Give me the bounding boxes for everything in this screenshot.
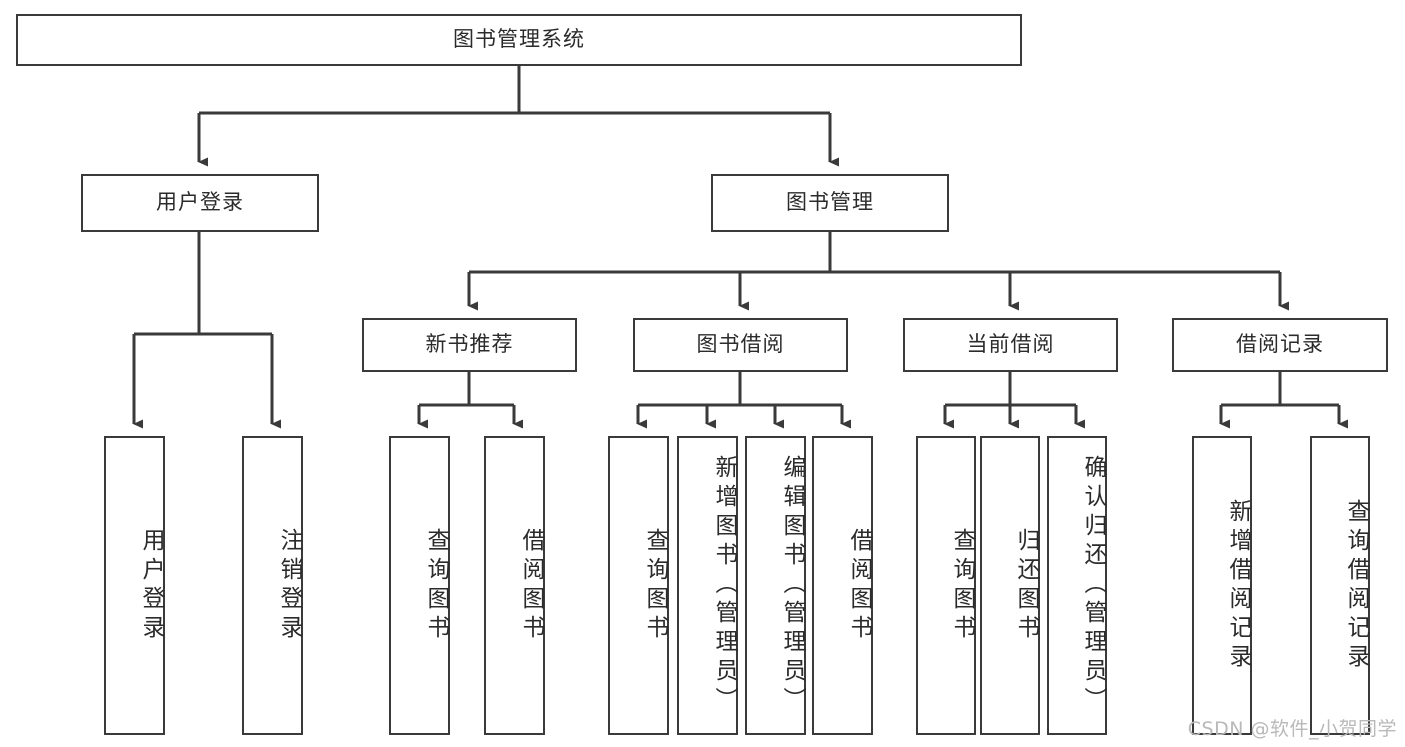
node-leaf-add-book-label: 新增图书（管理员） [711, 455, 737, 716]
node-leaf-borrow-book-1[interactable]: 借阅图书 [484, 436, 545, 735]
node-leaf-query-borrow-record-label: 查询借阅记录 [1343, 498, 1369, 673]
node-book-borrow[interactable]: 图书借阅 [633, 318, 848, 372]
node-leaf-query-borrow-record[interactable]: 查询借阅记录 [1310, 436, 1370, 735]
node-leaf-add-borrow-record-label: 新增借阅记录 [1225, 498, 1251, 673]
node-current-borrow-label: 当前借阅 [966, 332, 1055, 357]
node-new-book-recommend-label: 新书推荐 [425, 332, 514, 357]
node-user-login-label: 用户登录 [156, 190, 244, 215]
node-leaf-query-book-1-label: 查询图书 [423, 527, 449, 644]
node-borrow-record-label: 借阅记录 [1236, 332, 1324, 357]
node-new-book-recommend[interactable]: 新书推荐 [362, 318, 577, 372]
node-leaf-borrow-book-1-label: 借阅图书 [518, 527, 544, 644]
node-leaf-logout-login[interactable]: 注销登录 [242, 436, 303, 735]
node-leaf-user-login[interactable]: 用户登录 [104, 436, 165, 735]
node-leaf-borrow-book-2-label: 借阅图书 [846, 527, 872, 644]
node-current-borrow[interactable]: 当前借阅 [903, 318, 1118, 372]
node-leaf-confirm-return[interactable]: 确认归还（管理员） [1047, 436, 1107, 735]
node-book-manage[interactable]: 图书管理 [711, 174, 949, 232]
node-root-label: 图书管理系统 [453, 27, 585, 52]
node-book-borrow-label: 图书借阅 [696, 332, 785, 357]
node-root[interactable]: 图书管理系统 [16, 14, 1022, 66]
node-leaf-return-book[interactable]: 归还图书 [980, 436, 1040, 735]
node-user-login[interactable]: 用户登录 [81, 174, 319, 232]
node-leaf-return-book-label: 归还图书 [1013, 527, 1039, 644]
node-leaf-query-book-2[interactable]: 查询图书 [608, 436, 669, 735]
node-leaf-confirm-return-label: 确认归还（管理员） [1080, 455, 1106, 716]
node-leaf-query-book-3-label: 查询图书 [949, 527, 975, 644]
node-leaf-add-borrow-record[interactable]: 新增借阅记录 [1192, 436, 1252, 735]
node-leaf-query-book-1[interactable]: 查询图书 [389, 436, 450, 735]
node-leaf-query-book-2-label: 查询图书 [642, 527, 668, 644]
node-book-manage-label: 图书管理 [786, 190, 874, 215]
node-leaf-borrow-book-2[interactable]: 借阅图书 [812, 436, 873, 735]
node-leaf-user-login-label: 用户登录 [138, 527, 164, 644]
node-leaf-query-book-3[interactable]: 查询图书 [916, 436, 976, 735]
node-borrow-record[interactable]: 借阅记录 [1172, 318, 1388, 372]
csdn-watermark: CSDN @软件_小贺同学 [1187, 718, 1397, 740]
node-leaf-logout-login-label: 注销登录 [276, 527, 302, 644]
node-leaf-edit-book[interactable]: 编辑图书（管理员） [745, 436, 806, 735]
node-leaf-add-book[interactable]: 新增图书（管理员） [677, 436, 738, 735]
node-leaf-edit-book-label: 编辑图书（管理员） [779, 455, 805, 716]
